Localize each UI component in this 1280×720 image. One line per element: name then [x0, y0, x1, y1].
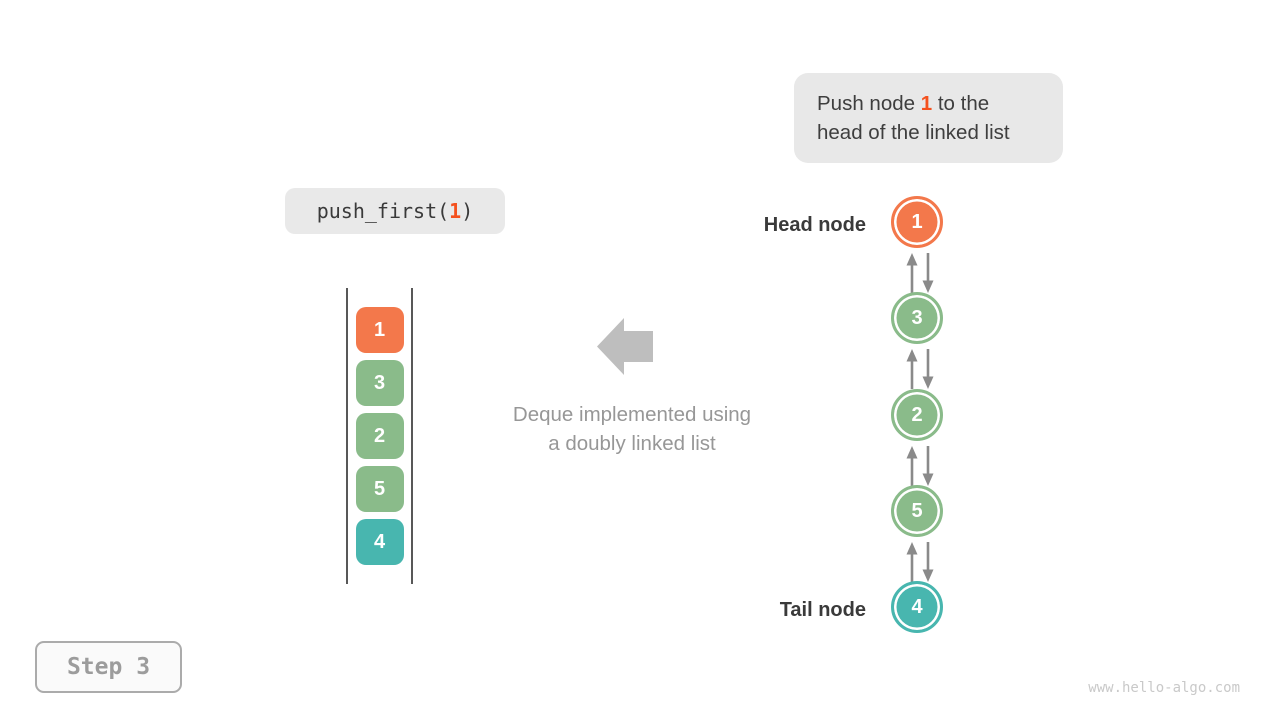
- double-arrow-connector: [900, 349, 940, 394]
- stack-item: 1: [355, 307, 404, 353]
- stack-item: 3: [355, 360, 404, 406]
- code-text: ): [461, 199, 474, 223]
- tail-node-label: Tail node: [779, 599, 866, 621]
- code-call-box: push_first(1): [285, 188, 505, 234]
- deque-stack: 1 3 2 5 4: [346, 288, 413, 584]
- list-node: 3: [891, 292, 943, 344]
- callout-line-1: Push node 1 to the: [817, 89, 1063, 118]
- left-arrow-icon: [597, 318, 653, 375]
- caption-line-2: a doubly linked list: [548, 432, 716, 455]
- stack-item: 5: [355, 466, 404, 512]
- list-node: 4: [891, 581, 943, 633]
- callout-line-2: head of the linked list: [817, 121, 1010, 144]
- watermark: www.hello-algo.com: [1088, 680, 1240, 696]
- list-node: 2: [891, 389, 943, 441]
- step-badge: Step 3: [35, 641, 182, 693]
- list-node: 1: [891, 196, 943, 248]
- list-node: 5: [891, 485, 943, 537]
- caption-line-1: Deque implemented using: [512, 403, 752, 426]
- callout-highlight-value: 1: [920, 92, 933, 115]
- double-arrow-connector: [900, 542, 940, 587]
- double-arrow-connector: [900, 446, 940, 491]
- deque-caption: Deque implemented using a doubly linked …: [457, 400, 807, 458]
- head-node-label: Head node: [763, 214, 866, 236]
- callout-box: Push node 1 to the head of the linked li…: [794, 73, 1063, 163]
- callout-text: to the: [932, 92, 990, 115]
- stack-item: 2: [355, 413, 404, 459]
- callout-text: Push node: [817, 92, 921, 115]
- code-text: push_first(: [316, 199, 450, 223]
- double-arrow-connector: [900, 253, 940, 298]
- code-arg-value: 1: [449, 199, 462, 223]
- stack-item: 4: [355, 519, 404, 565]
